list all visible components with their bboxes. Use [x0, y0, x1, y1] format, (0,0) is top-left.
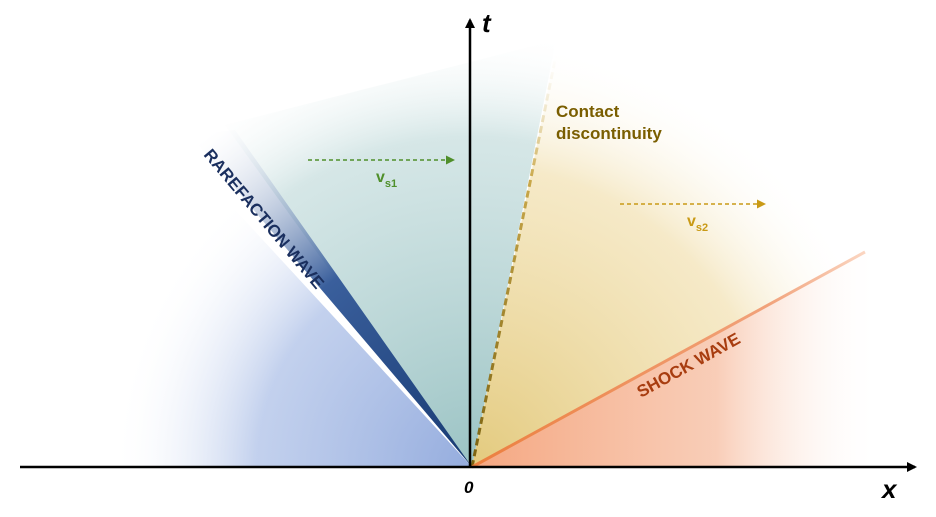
- star-state-region: [472, 50, 865, 467]
- shock-wave-line: [471, 250, 866, 469]
- right-state-region: [472, 252, 900, 467]
- origin-label: 0: [464, 478, 474, 497]
- vs1-label: vs1: [376, 169, 397, 190]
- contact-discontinuity-line: [470, 54, 558, 468]
- vs2-label: vs2: [687, 213, 708, 234]
- x-axis-label: x: [880, 474, 898, 504]
- rarefaction-fan: [190, 130, 472, 467]
- t-axis-label: t: [482, 8, 492, 38]
- left-state-region: [20, 150, 472, 467]
- contact-discontinuity-label-line2: discontinuity: [556, 124, 662, 143]
- contact-discontinuity-label-line1: Contact: [556, 102, 620, 121]
- intermediate-state-region: [225, 40, 556, 467]
